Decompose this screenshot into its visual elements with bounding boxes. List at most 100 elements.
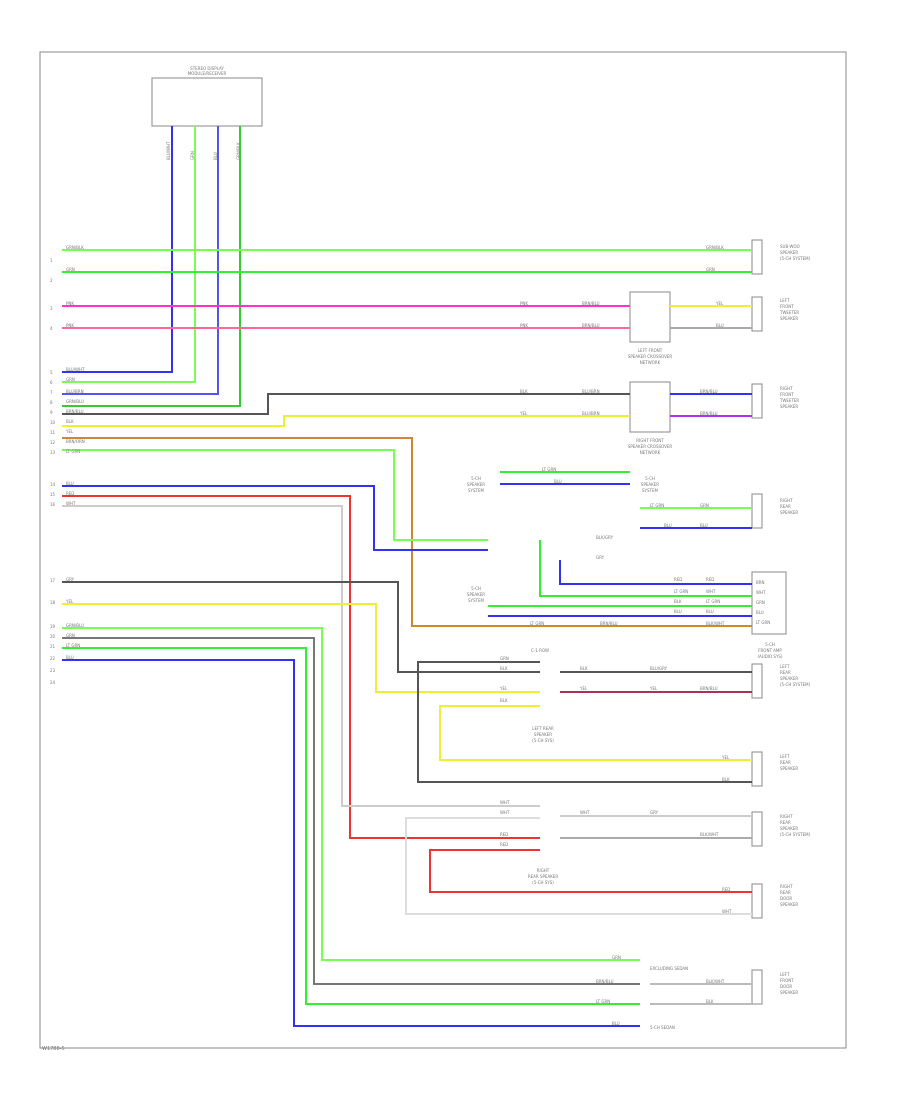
wire-color-label: YEL xyxy=(649,686,658,691)
five-ch-system-label-b: SYSTEM xyxy=(642,488,658,493)
wire-labels: GRN/BLKGRNPNKPNKBLU/WHTGRNBLU/BRNGRN/BLU… xyxy=(65,245,732,1026)
pin-number: 4 xyxy=(50,326,53,331)
wire-color-label: BLU xyxy=(66,481,74,486)
five-ch-system-label-b: 5-CH xyxy=(645,476,655,481)
wire-color-label: LT GRN xyxy=(596,999,610,1004)
pin-number: 23 xyxy=(50,668,56,673)
wire-brn-blu-1 xyxy=(62,393,630,415)
wire-red-1 xyxy=(62,495,540,839)
lf-crossover-box xyxy=(629,291,671,343)
five-ch-sedan-label: 5-CH SEDAN xyxy=(650,1025,675,1030)
wire-color-label: YEL xyxy=(721,755,730,760)
wire-color-label: BLK xyxy=(674,599,682,604)
wire-color-label: GRN/BLK xyxy=(66,245,84,250)
pin-number: 11 xyxy=(50,430,56,435)
wire-color-label: YEL xyxy=(65,429,74,434)
wire-color-label: GRN xyxy=(500,656,509,661)
wire-color-label: BLK xyxy=(520,389,528,394)
pin-number: 21 xyxy=(50,644,56,649)
wire-color-label: RED xyxy=(500,842,508,847)
rr-lower-speaker-label: DOOR xyxy=(780,896,792,901)
wire-color-label: WHT xyxy=(500,810,510,815)
wire-color-label: BLU/BRN xyxy=(582,389,600,394)
rr-speaker-label: SPEAKER xyxy=(780,510,798,515)
wire-blu-low xyxy=(62,659,640,1027)
wire-color-label: WHT xyxy=(722,909,732,914)
component-boxes xyxy=(629,239,787,1005)
wire-color-label: GRY xyxy=(596,555,605,560)
amp-connector-box xyxy=(751,571,787,635)
speaker-box-9 xyxy=(751,969,763,1005)
wire-color-label: YEL xyxy=(579,686,588,691)
subwoofer-label: SUB-WOO xyxy=(780,244,800,249)
pin-number: 6 xyxy=(50,380,53,385)
front-amp-label: 5-CH xyxy=(765,642,775,647)
lf-crossover-label: NETWORK xyxy=(640,360,661,365)
five-ch-system-label-a: SYSTEM xyxy=(468,488,484,493)
wire-lt-grn-1 xyxy=(62,449,488,541)
pin-number: 13 xyxy=(50,450,56,455)
left-rear-system-label: SPEAKER xyxy=(534,732,552,737)
lr-door-speaker-label: REAR xyxy=(780,670,791,675)
pin-number: 1 xyxy=(50,258,53,263)
wire-rr-red-loop xyxy=(429,849,752,893)
excluding-sedan-label: EXCLUDING SEDAN xyxy=(650,966,688,971)
front-amp-label: (AUDIO SYS) xyxy=(758,654,783,659)
wire-color-label: GRN/BLU xyxy=(66,399,84,404)
speaker-box-5 xyxy=(751,663,763,699)
wire-color-label: BRN/BLU xyxy=(582,301,600,306)
module-title-line-2: MODULE/RECEIVER xyxy=(188,71,227,76)
wire-color-label: BLK/WHT xyxy=(700,832,719,837)
wire-color-label: WHT xyxy=(500,800,510,805)
lf-tweeter-label: SPEAKER xyxy=(780,316,798,321)
rf-crossover-box xyxy=(629,381,671,433)
speaker-box-6 xyxy=(751,751,763,787)
wire-color-label: WHT xyxy=(706,589,716,594)
pin-number: 3 xyxy=(50,306,53,311)
wire-color-label: BRN/BLU xyxy=(600,621,618,626)
lf-door-speaker-label: SPEAKER xyxy=(780,990,798,995)
wire-lr-yel-loop xyxy=(439,705,752,761)
wire-color-label: BLK/WHT xyxy=(706,621,725,626)
wire-amp-blu xyxy=(559,560,752,585)
diagram-frame xyxy=(39,51,847,1049)
module-pin-label: BLU/WHT xyxy=(166,141,171,160)
wire-color-label: LT GRN xyxy=(650,503,664,508)
wire-gry-1 xyxy=(62,581,540,673)
wire-color-label: WHT xyxy=(580,810,590,815)
wire-color-label: BLK xyxy=(722,777,730,782)
wire-color-label: BLK xyxy=(706,999,714,1004)
module-pin-label: GRN xyxy=(190,151,195,160)
wire-color-label: BLU xyxy=(66,655,74,660)
five-ch-system-label-b: SPEAKER xyxy=(641,482,659,487)
wire-grn-drop xyxy=(62,126,196,383)
speaker-box-2 xyxy=(751,296,763,332)
wire-color-label: BLU/WHT xyxy=(66,367,85,372)
five-ch-system-label-a: 5-CH xyxy=(471,476,481,481)
wire-lr-blk-loop xyxy=(417,661,752,783)
speaker-box-8 xyxy=(751,883,763,919)
wire-color-label: BRN/BLU xyxy=(700,686,718,691)
pin-number: 14 xyxy=(50,482,56,487)
speaker-box-7 xyxy=(751,811,763,847)
pin-number: 22 xyxy=(50,656,56,661)
wire-color-label: YEL xyxy=(65,599,74,604)
wire-yel-2 xyxy=(62,603,540,693)
lr-door-speaker-label: (5-CH SYSTEM) xyxy=(780,682,811,687)
lr-speaker-label: LEFT xyxy=(780,754,790,759)
wire-color-label: LT GRN xyxy=(674,589,688,594)
wire-color-label: GRN xyxy=(612,955,621,960)
subwoofer-label: (5-CH SYSTEM) xyxy=(780,256,811,261)
rr-lower-speaker-label: SPEAKER xyxy=(780,902,798,907)
wire-lt-grn-low xyxy=(62,647,640,1005)
wire-color-label: GRN/BLK xyxy=(706,245,724,250)
wire-color-label: GRY xyxy=(650,810,659,815)
wire-brn-orn xyxy=(62,437,752,627)
wire-color-label: YEL xyxy=(499,686,508,691)
wire-color-label: BLU xyxy=(706,609,714,614)
wire-color-label: BLU xyxy=(554,479,562,484)
wire-color-label: BRN/BLU xyxy=(596,979,614,984)
wire-color-label: RED xyxy=(722,887,730,892)
